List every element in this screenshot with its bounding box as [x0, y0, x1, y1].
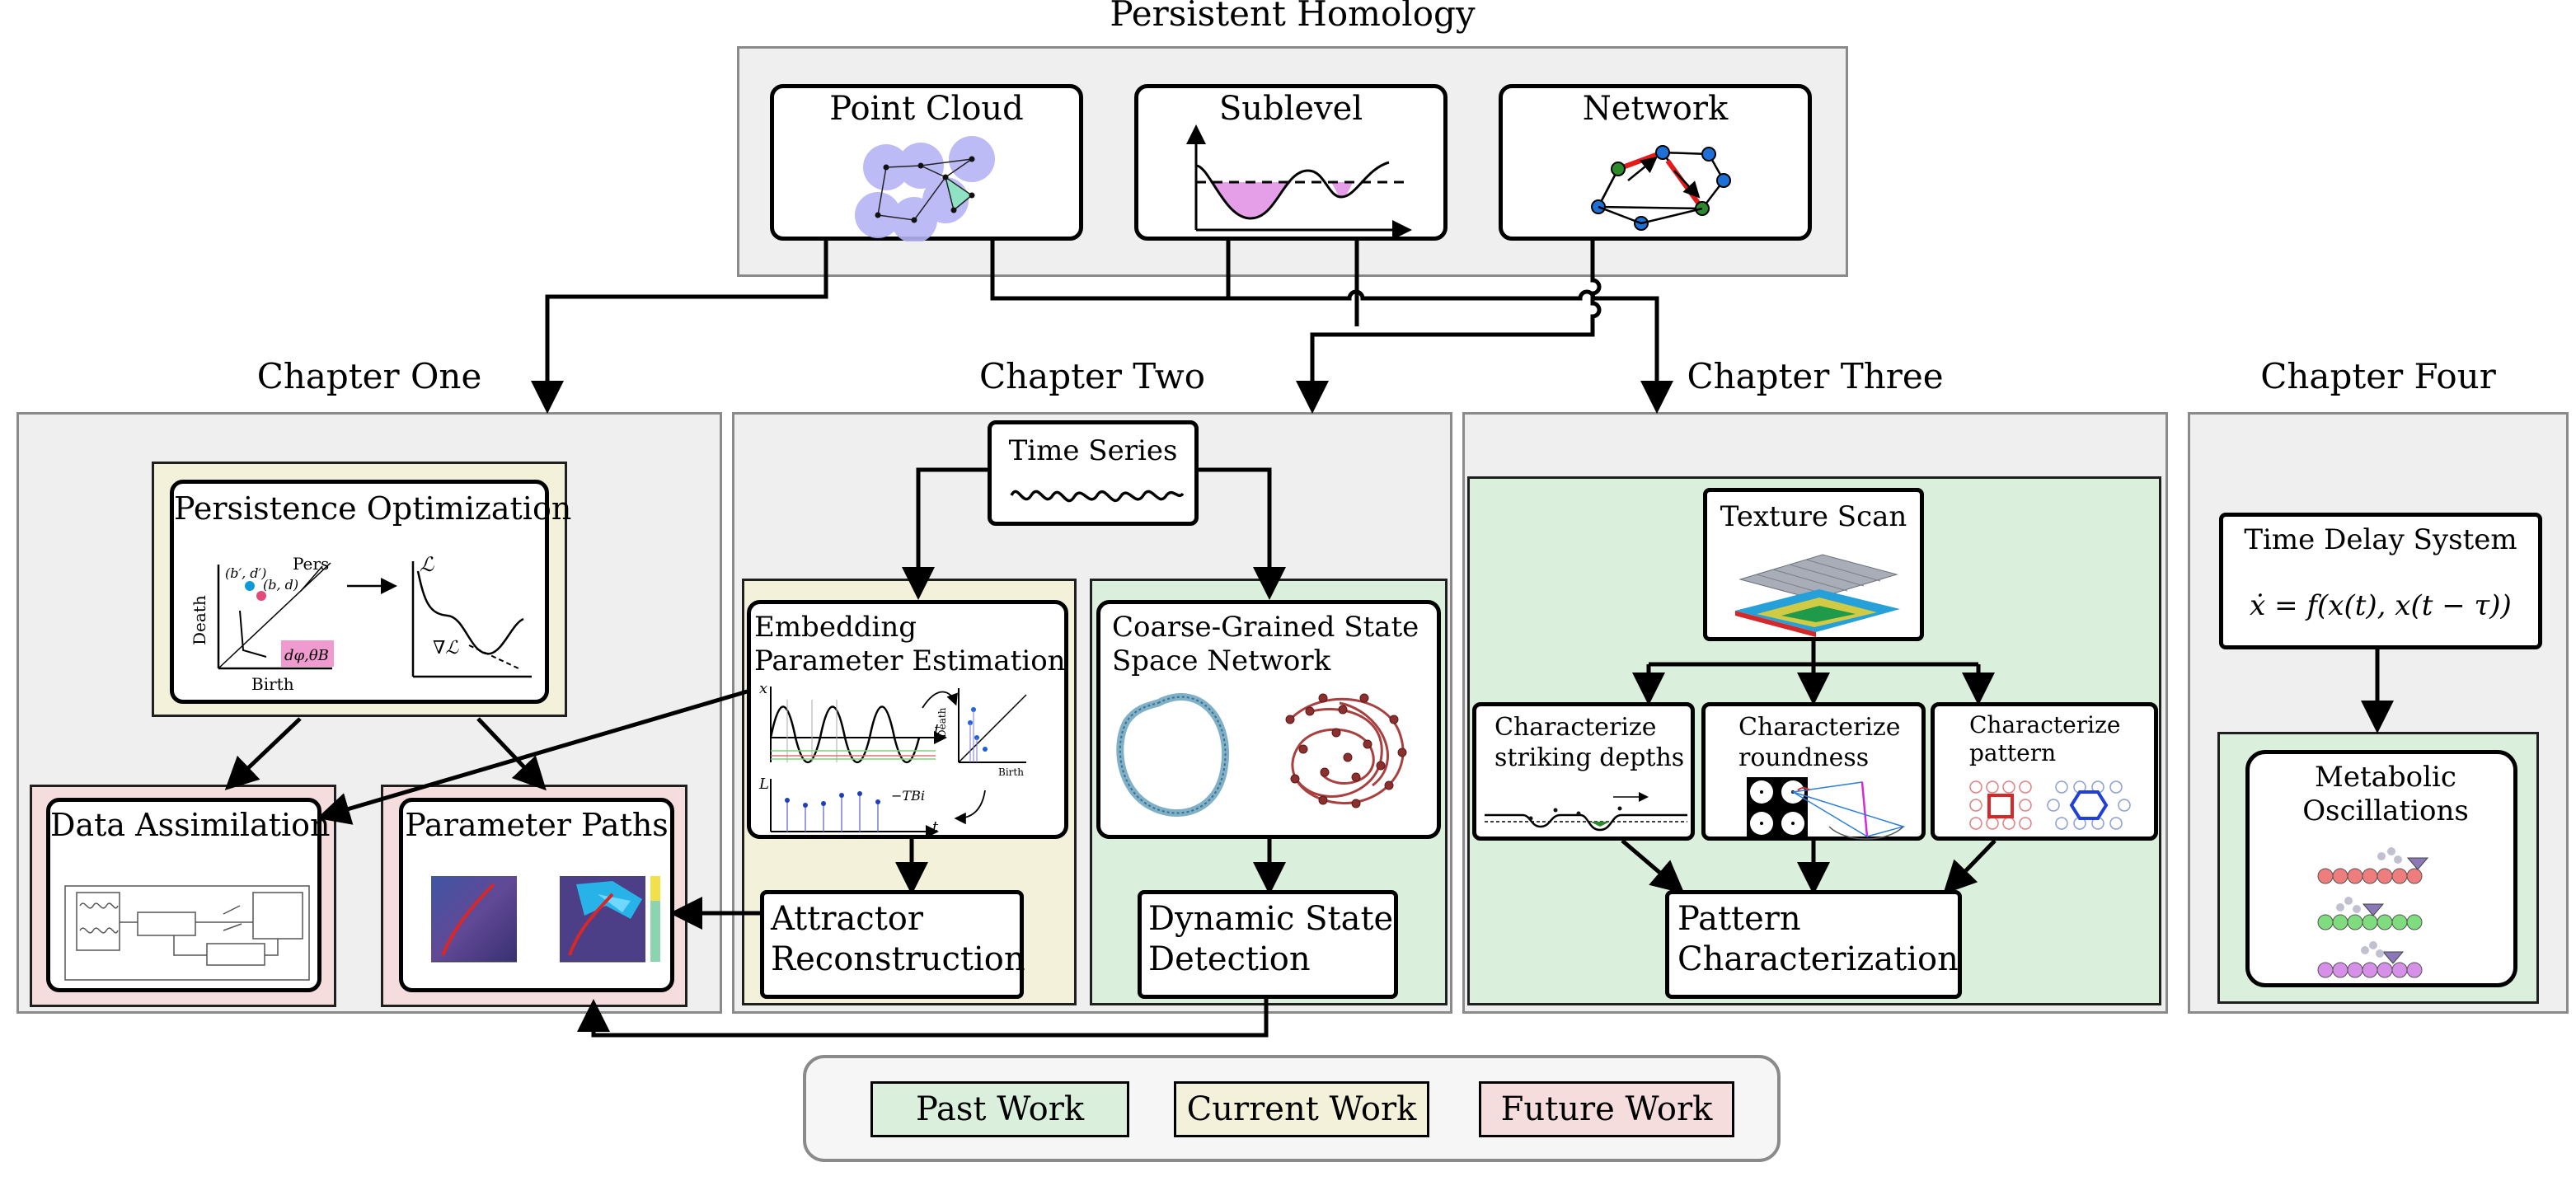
- chapter-four-title: Chapter Four: [2260, 356, 2496, 396]
- pattern-characterization-label: Pattern Characterization: [1677, 899, 1966, 980]
- attractor-label-line2: Reconstruction: [771, 940, 1025, 978]
- pattern-label-line1: Characterize: [1969, 711, 2121, 738]
- time-delay-equation: ẋ = f(x(t), x(t − τ)): [2250, 589, 2512, 622]
- metabolic-label-line2: Oscillations: [2302, 794, 2469, 827]
- pattern-char-label-line2: Characterization: [1677, 940, 1959, 978]
- emb-t-label: t: [934, 721, 941, 738]
- pers-label: Pers: [293, 554, 329, 574]
- emb-birth-label: Birth: [998, 766, 1024, 778]
- coarse-label-line1: Coarse-Grained State: [1112, 611, 1419, 644]
- coarse-grained-box: Coarse-Grained State Space Network: [1096, 600, 1441, 839]
- embedding-parameter-box: Embedding Parameter Estimation x t Death…: [747, 600, 1068, 839]
- chapter-one-title: Chapter One: [256, 356, 482, 396]
- point-cloud-icon: [855, 136, 995, 241]
- persistence-optimization-illustration: dφ,θB (b′, d′) (b, d) Pers Death Birth ℒ…: [190, 553, 532, 694]
- persistence-optimization-box: Persistence Optimization dφ,θB (b′, d′) …: [170, 480, 572, 704]
- network-graph-icon: [1591, 145, 1731, 231]
- emb-x-label: x: [759, 680, 767, 697]
- legend-future-work: Future Work: [1479, 1081, 1734, 1137]
- parameter-paths-label: Parameter Paths: [405, 807, 669, 843]
- metabolic-oscillations-box: Metabolic Oscillations: [2245, 750, 2517, 987]
- legend-current-work: Current Work: [1174, 1081, 1429, 1137]
- metabolic-oscillations-label: Metabolic Oscillations: [2250, 761, 2522, 828]
- embedding-parameter-label: Embedding Parameter Estimation: [754, 611, 1067, 679]
- pattern-lattice-icon: [1969, 780, 2131, 830]
- time-series-wave-icon: [1010, 490, 1185, 503]
- metabolic-chains-icon: [2317, 847, 2429, 978]
- sublevel-function-icon: [1186, 124, 1412, 237]
- network-label: Network: [1582, 90, 1729, 128]
- texture-scan-box: Texture Scan: [1703, 488, 1924, 641]
- time-series-label: Time Series: [1008, 434, 1178, 467]
- gradient-symbol: ∇ℒ: [433, 638, 459, 658]
- emb-T-label: −TBi: [891, 788, 925, 804]
- chapter-two-title: Chapter Two: [978, 356, 1206, 396]
- roundness-label-line2: roundness: [1738, 743, 1870, 772]
- striking-label-line2: striking depths: [1494, 743, 1685, 772]
- roundness-label-line1: Characterize: [1738, 713, 1901, 742]
- roundness-label: Characterize roundness: [1738, 713, 1928, 773]
- embedding-label-line2: Parameter Estimation: [754, 644, 1066, 678]
- metabolic-label-line1: Metabolic: [2315, 761, 2456, 794]
- death-axis-label: Death: [190, 595, 209, 645]
- emb-death-label: Death: [936, 707, 948, 738]
- attractor-reconstruction-label: Attractor Reconstruction: [771, 899, 1026, 980]
- dynamic-label-line1: Dynamic State: [1148, 900, 1394, 938]
- chapter-three-title: Chapter Three: [1687, 356, 1944, 396]
- parameter-paths-thumbnail: [431, 876, 660, 963]
- pattern-label-line2: pattern: [1969, 739, 2057, 767]
- texture-scan-label: Texture Scan: [1720, 500, 1907, 533]
- embedding-label-line1: Embedding: [754, 611, 917, 644]
- dynamic-state-label: Dynamic State Detection: [1148, 899, 1401, 980]
- coarse-label-line2: Space Network: [1112, 644, 1331, 678]
- time-delay-system-box: Time Delay System ẋ = f(x(t), x(t − τ)): [2219, 513, 2542, 649]
- sublevel-label: Sublevel: [1218, 90, 1363, 128]
- point-cloud-box: Point Cloud: [770, 84, 1083, 241]
- attractor-label-line1: Attractor: [771, 900, 923, 938]
- roundness-box: Characterize roundness: [1701, 702, 1926, 841]
- pattern-label: Characterize pattern: [1969, 711, 2159, 767]
- birth-axis-label: Birth: [251, 674, 294, 694]
- dynamic-label-line2: Detection: [1148, 940, 1311, 978]
- striking-label-line1: Characterize: [1494, 713, 1657, 742]
- coarse-grained-label: Coarse-Grained State Space Network: [1112, 611, 1442, 679]
- legend-past-work: Past Work: [870, 1081, 1129, 1137]
- parameter-paths-box: Parameter Paths: [399, 798, 674, 992]
- texture-surface-icon: [1735, 554, 1900, 637]
- time-series-box: Time Series: [988, 420, 1199, 526]
- attractor-reconstruction-box: Attractor Reconstruction: [760, 890, 1026, 999]
- sublevel-box: Sublevel: [1134, 84, 1448, 241]
- pattern-char-label-line1: Pattern: [1677, 900, 1801, 938]
- emb-t-label-lower: t: [932, 818, 939, 836]
- persistent-homology-title: Persistent Homology: [1110, 0, 1476, 34]
- pattern-box: Characterize pattern: [1931, 702, 2158, 841]
- point-cloud-label: Point Cloud: [829, 90, 1024, 128]
- point-label-bd-prime: (b′, d′): [225, 565, 266, 581]
- data-assimilation-label: Data Assimilation: [50, 807, 331, 843]
- data-assimilation-box: Data Assimilation: [46, 798, 331, 992]
- data-assimilation-thumbnail: [64, 885, 310, 981]
- network-box: Network: [1499, 84, 1812, 241]
- point-label-bd: (b, d): [263, 577, 298, 593]
- dynamic-state-box: Dynamic State Detection: [1138, 890, 1398, 999]
- emb-L-label: L: [758, 776, 769, 793]
- striking-depths-box: Characterize striking depths: [1472, 702, 1695, 841]
- striking-depths-label: Characterize striking depths: [1494, 713, 1692, 773]
- time-delay-system-label: Time Delay System: [2244, 523, 2517, 556]
- pink-distance-label: dφ,θB: [284, 647, 329, 664]
- loss-symbol: ℒ: [420, 553, 434, 576]
- coarse-grained-network-illustration: [1116, 693, 1407, 817]
- embedding-illustration: x t Death Birth L −TBi t: [758, 680, 1027, 837]
- striking-depths-icon: [1485, 792, 1687, 832]
- pattern-characterization-box: Pattern Characterization: [1665, 890, 1962, 999]
- roundness-icon: [1747, 777, 1906, 840]
- persistence-optimization-label: Persistence Optimization: [174, 490, 572, 527]
